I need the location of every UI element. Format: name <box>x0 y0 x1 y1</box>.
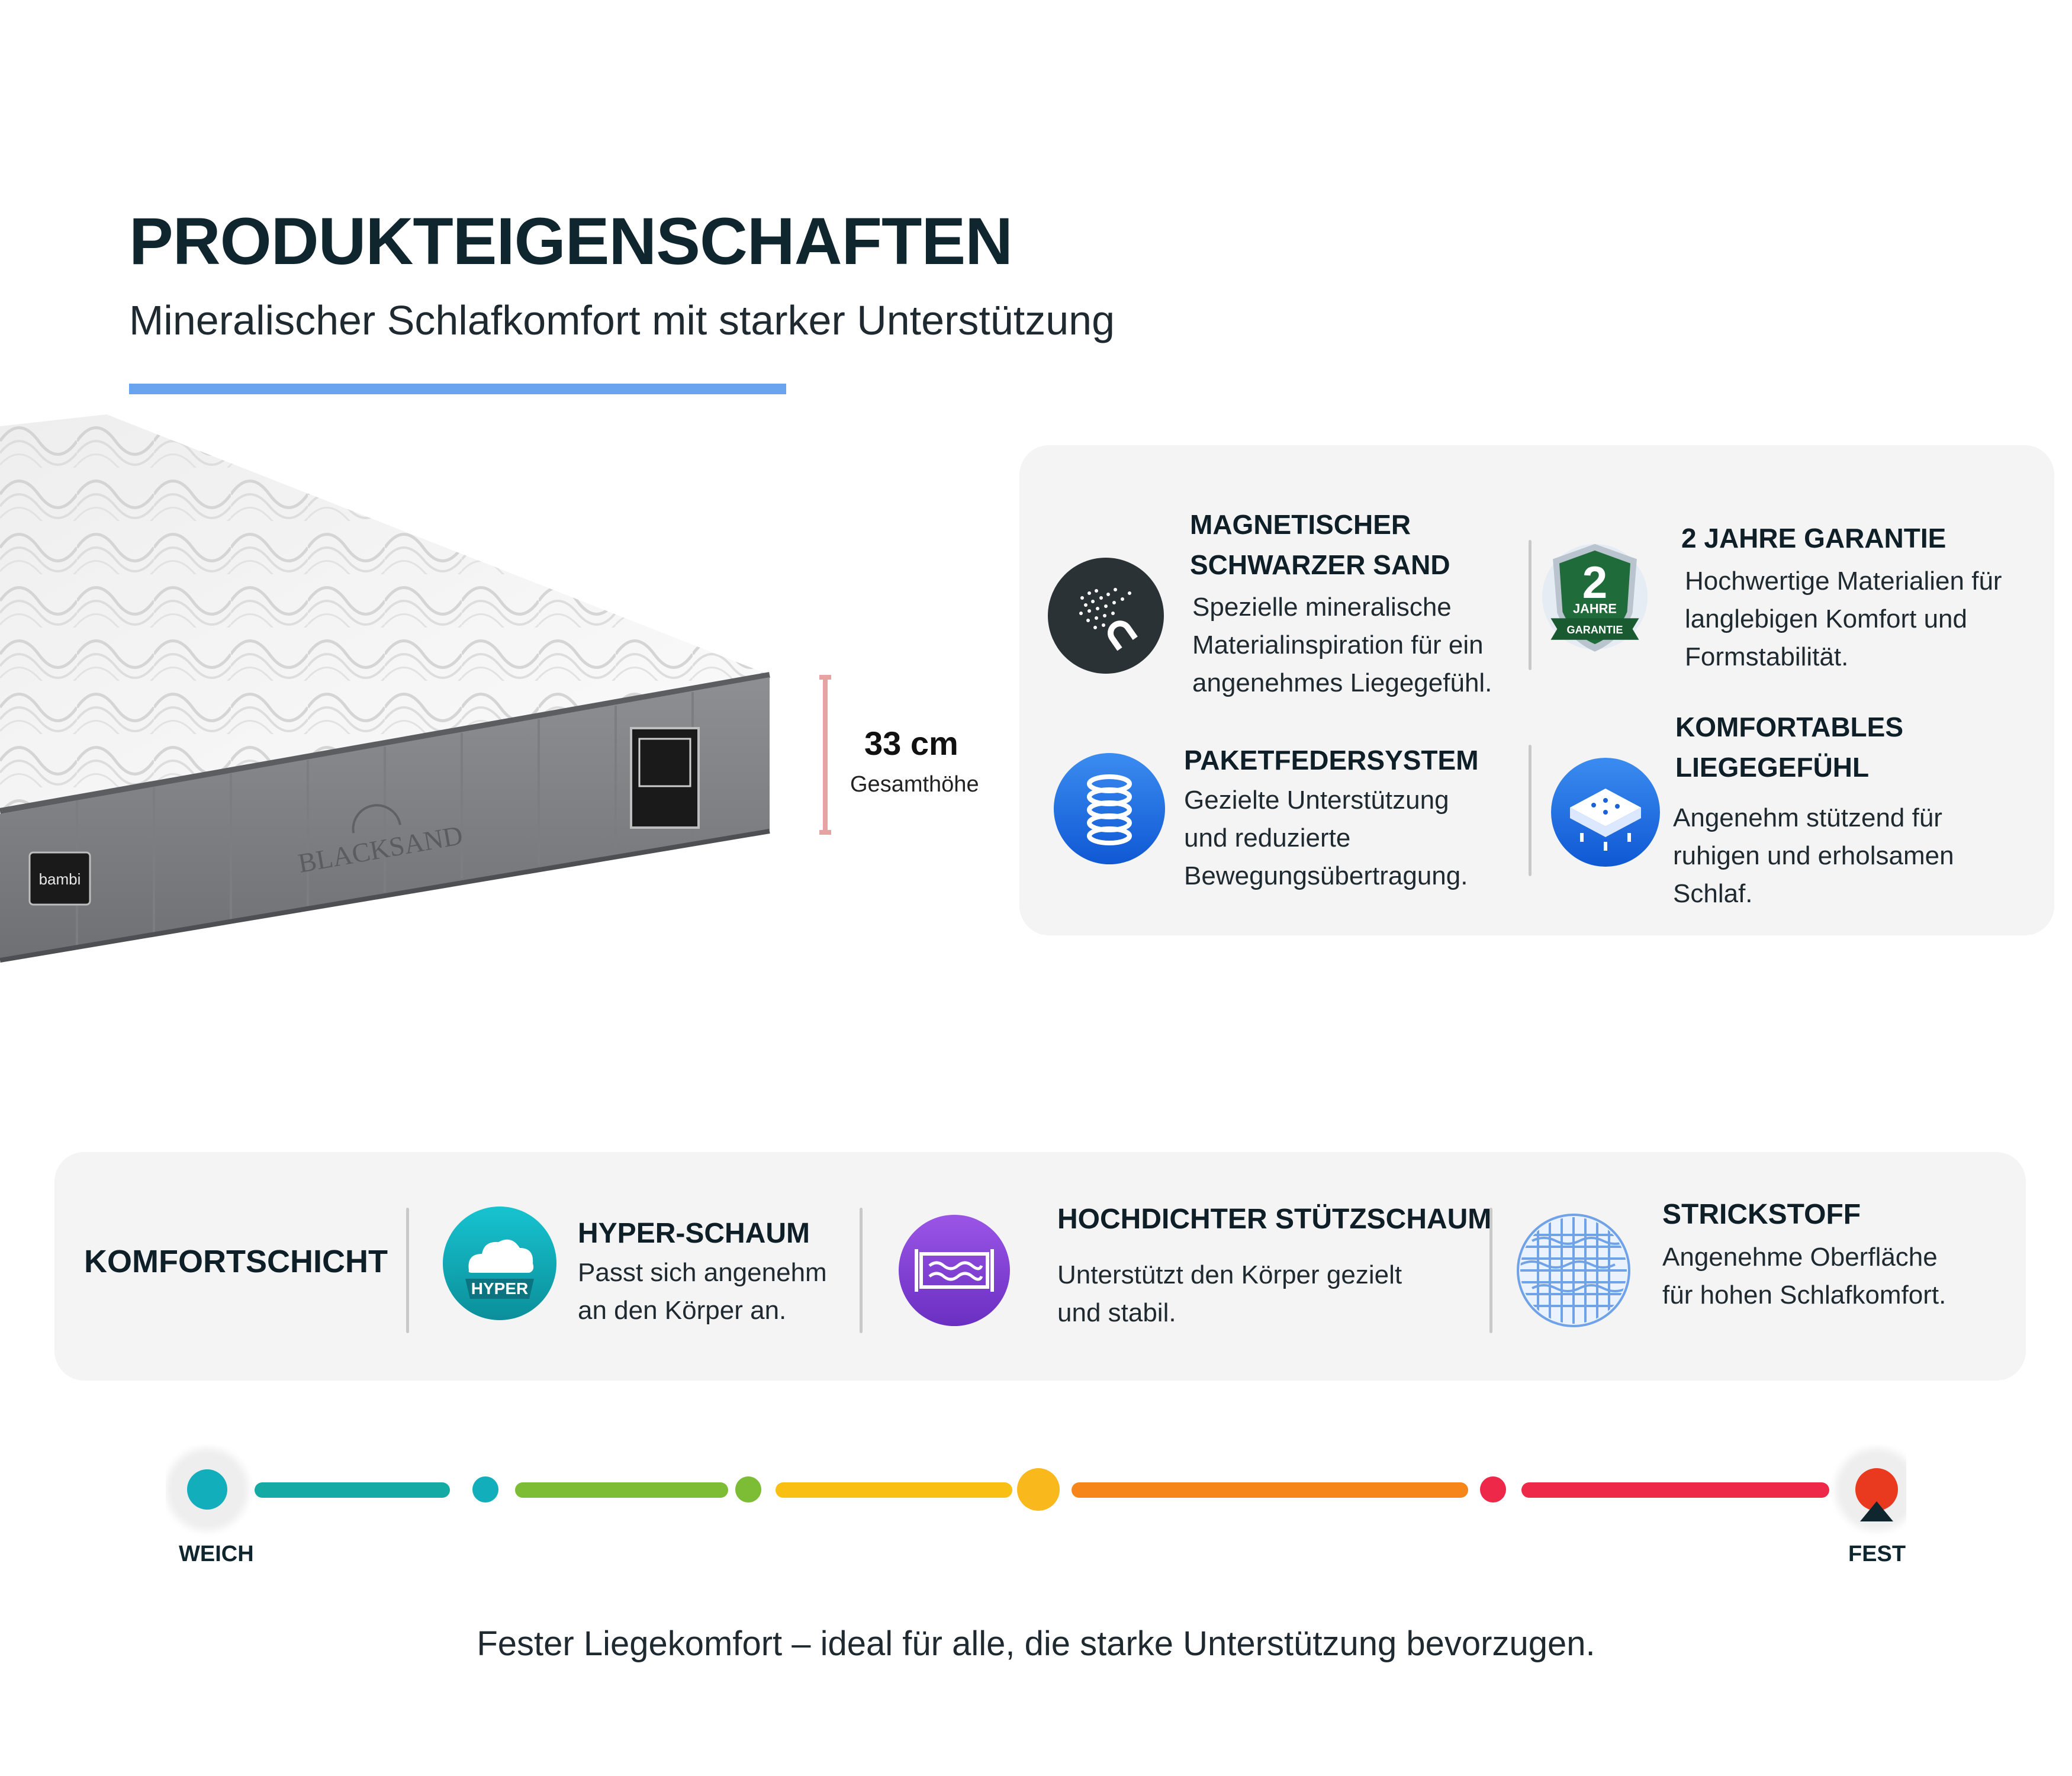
comfort-layers-panel <box>54 1152 2026 1381</box>
feature-divider <box>1529 745 1532 876</box>
firmness-pointer <box>1860 1501 1893 1521</box>
feature-title: LIEGEGEFÜHL <box>1675 752 1870 783</box>
features-panel <box>1019 445 2054 935</box>
feature-text: Spezielle mineralische <box>1192 593 1452 622</box>
scale-dot <box>1855 1468 1898 1511</box>
page-subtitle: Mineralischer Schlafkomfort mit starker … <box>129 297 1115 343</box>
layer-title: HYPER-SCHAUM <box>578 1218 810 1249</box>
feature-title: 2 JAHRE GARANTIE <box>1681 523 1946 554</box>
layers-heading: KOMFORTSCHICHT <box>84 1244 388 1279</box>
knit-fabric-icon <box>1517 1214 1630 1327</box>
badge-ribbon: GARANTIE <box>1567 624 1623 636</box>
layer-divider <box>1489 1208 1492 1333</box>
badge-number: 2 <box>1582 558 1607 608</box>
scale-segment-red <box>1521 1482 1829 1498</box>
scale-segment-teal <box>255 1482 450 1498</box>
feature-text: Angenehm stützend für <box>1673 803 1942 832</box>
comfort-layer-icon <box>1551 758 1660 867</box>
feature-title: KOMFORTABLES <box>1675 712 1904 742</box>
magnet-sand-icon <box>1048 558 1164 674</box>
mattress-tag-label: bambi <box>39 870 81 888</box>
height-label: Gesamthöhe <box>850 772 979 797</box>
feature-divider <box>1529 540 1532 670</box>
feature-title: PAKETFEDERSYSTEM <box>1184 745 1479 776</box>
feature-text: ruhigen und erholsamen <box>1673 841 1954 870</box>
feature-text: und reduzierte <box>1184 823 1351 852</box>
scale-dot <box>735 1476 761 1502</box>
feature-text: Bewegungsübertragung. <box>1184 861 1468 890</box>
page-title: PRODUKTEIGENSCHAFTEN <box>129 204 1013 278</box>
feature-title: MAGNETISCHER <box>1190 509 1411 540</box>
layer-title: HOCHDICHTER STÜTZSCHAUM <box>1057 1204 1492 1235</box>
spring-icon <box>1054 753 1165 864</box>
feature-text: Hochwertige Materialien für <box>1685 567 2002 596</box>
scale-dot <box>1480 1476 1506 1502</box>
scale-right-label: FEST <box>1848 1542 1906 1566</box>
height-value: 33 cm <box>864 725 958 762</box>
hyper-foam-icon: HYPER <box>443 1206 556 1320</box>
feature-text: Schlaf. <box>1673 879 1753 908</box>
feature-text: Materialinspiration für ein <box>1192 630 1484 659</box>
scale-segment-orange <box>1072 1482 1468 1498</box>
layer-title: STRICKSTOFF <box>1662 1199 1861 1230</box>
scale-left-label: WEICH <box>179 1542 254 1566</box>
support-foam-icon <box>899 1215 1010 1326</box>
feature-text: angenehmes Liegegefühl. <box>1192 668 1492 697</box>
firmness-scale <box>166 1448 1906 1531</box>
feature-text: langlebigen Komfort und <box>1685 604 1967 633</box>
height-indicator <box>819 675 831 835</box>
layer-text: und stabil. <box>1057 1298 1176 1327</box>
layer-text: an den Körper an. <box>578 1296 787 1325</box>
scale-dot <box>472 1476 498 1502</box>
warranty-shield-icon: 2 JAHRE GARANTIE <box>1542 543 1648 652</box>
scale-segment-yellow <box>776 1482 1012 1498</box>
scale-dot <box>187 1469 227 1510</box>
title-underline <box>129 384 786 394</box>
hyper-label: HYPER <box>471 1279 528 1298</box>
mattress-image: bambi BLACKSAND <box>0 414 770 963</box>
feature-text: Formstabilität. <box>1685 642 1849 671</box>
feature-text: Gezielte Unterstützung <box>1184 786 1449 815</box>
layer-text: Passt sich angenehm <box>578 1258 827 1287</box>
layer-divider <box>860 1208 863 1333</box>
layer-divider <box>406 1208 409 1333</box>
scale-dot <box>1017 1468 1060 1511</box>
layer-text: für hohen Schlafkomfort. <box>1662 1280 1946 1310</box>
badge-word: JAHRE <box>1573 601 1617 616</box>
layer-text: Unterstützt den Körper gezielt <box>1057 1260 1402 1289</box>
layer-text: Angenehme Oberfläche <box>1662 1243 1938 1272</box>
scale-segment-green <box>515 1482 728 1498</box>
firmness-caption: Fester Liegekomfort – ideal für alle, di… <box>477 1624 1595 1663</box>
feature-title: SCHWARZER SAND <box>1190 549 1450 580</box>
